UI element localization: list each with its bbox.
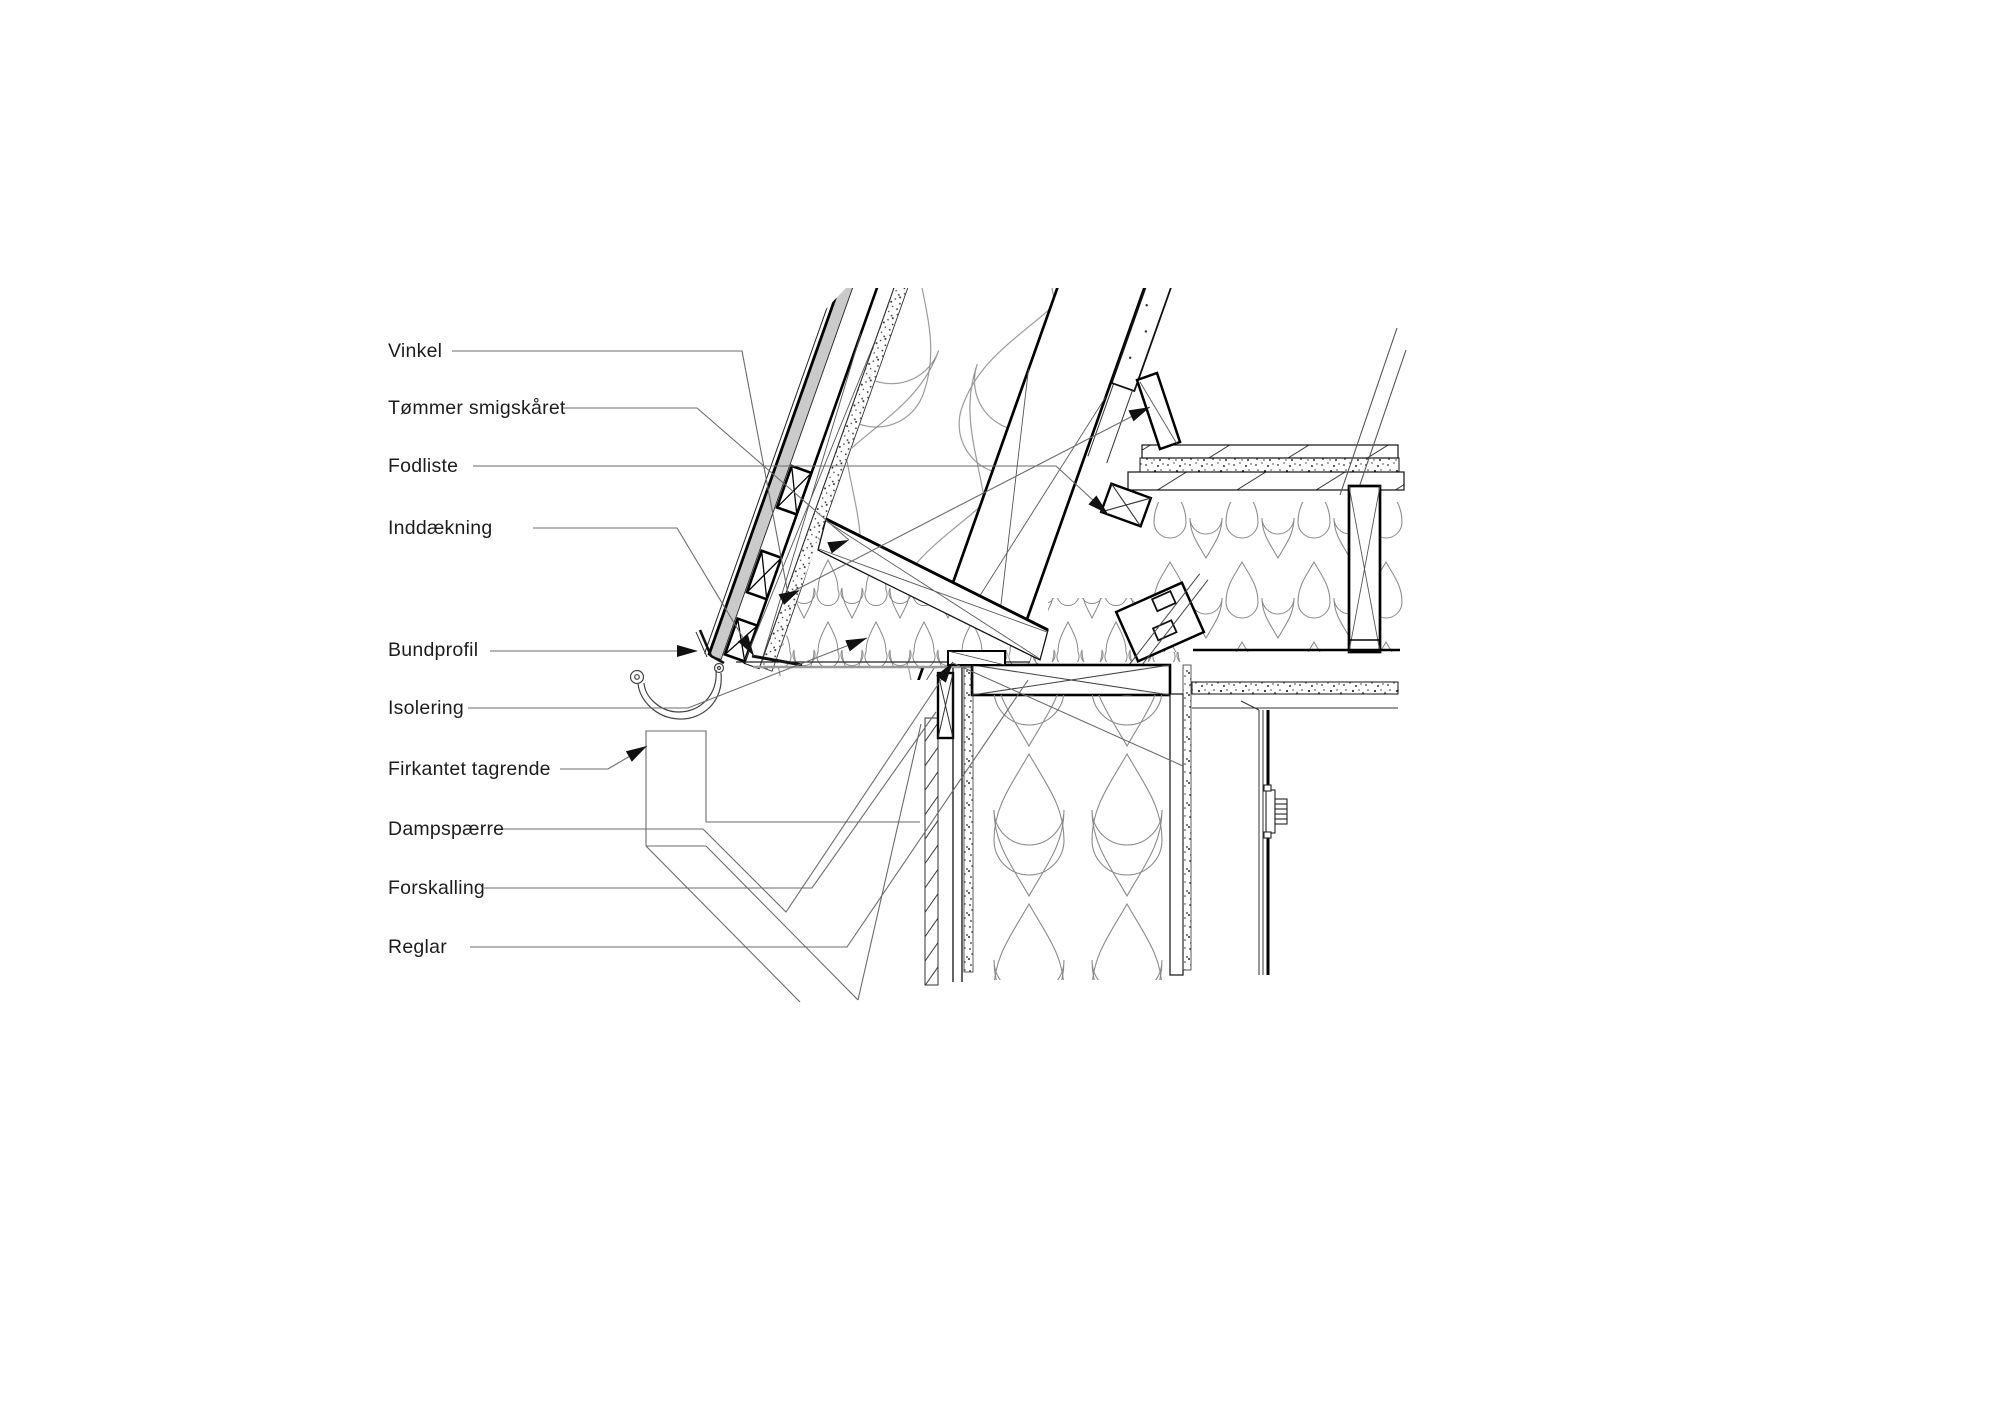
wall-inner-membrane <box>1182 664 1192 971</box>
roof-batten-block <box>1099 482 1153 528</box>
leader-inddaekning <box>533 527 755 657</box>
roof-assembly <box>704 288 1174 680</box>
square-gutter <box>645 723 922 1003</box>
label-inddaekning: Inddækning <box>388 517 493 539</box>
label-fodliste: Fodliste <box>388 455 459 477</box>
leader-toemmer <box>563 407 850 541</box>
roof-surface-line <box>704 288 874 654</box>
leader-arrow <box>936 662 953 683</box>
leader-fodliste <box>473 465 1109 515</box>
leader-arrow <box>1128 407 1150 422</box>
bolt <box>1263 784 1288 839</box>
bevel-timber <box>817 517 1049 661</box>
label-reglar: Reglar <box>388 936 447 958</box>
leader-isolering <box>468 637 868 709</box>
floor-board-bottom <box>1127 471 1405 491</box>
leader-dampspaerre <box>498 661 954 913</box>
window-panel <box>1258 710 1270 975</box>
leader-arrow <box>625 746 647 762</box>
inner-board-piece <box>1087 288 1174 464</box>
leader-arrow <box>1088 495 1108 514</box>
roof-brace <box>1339 327 1407 509</box>
floor-deck <box>1127 443 1405 491</box>
membrane-fold-line <box>952 662 1184 767</box>
leader-arrows <box>625 407 1150 762</box>
ceiling-screed <box>1191 681 1399 695</box>
bottom-profile <box>695 629 725 665</box>
label-vinkel: Vinkel <box>388 340 443 362</box>
label-bundprofil: Bundprofil <box>388 639 479 661</box>
leader-arrow <box>677 645 698 657</box>
leader-forskalling <box>484 711 937 889</box>
vinkel-bracket <box>1135 371 1182 451</box>
label-toemmer-smigskaaret: Tømmer smigskåret <box>388 397 566 419</box>
floor-screed <box>1139 457 1400 473</box>
label-dampspaerre: Dampspærre <box>388 818 505 840</box>
label-forskalling: Forskalling <box>388 877 486 899</box>
drip-edge-curl <box>629 662 725 720</box>
label-firkantet-tagrende: Firkantet tagrende <box>388 758 551 780</box>
eave-insulation <box>776 529 1193 668</box>
ceiling-and-panel <box>1191 648 1400 975</box>
leader-lines <box>452 350 1151 948</box>
floor-board-top <box>1141 444 1399 459</box>
leader-arrow <box>778 590 800 605</box>
furring-batten <box>936 671 955 740</box>
leader-arrow <box>845 638 867 652</box>
wall-assembly <box>924 650 1192 986</box>
leader-arrow <box>737 635 754 656</box>
wall-cladding <box>924 717 939 986</box>
label-isolering: Isolering <box>388 697 464 719</box>
leader-arrow <box>827 540 849 554</box>
wall-vapor-barrier <box>963 665 974 973</box>
bolted-bracket <box>1114 573 1209 678</box>
floor-stud <box>1347 484 1382 654</box>
wall-inner-board <box>1169 693 1184 976</box>
leader-vinkel <box>452 350 1151 595</box>
leader-reglar <box>470 679 1029 948</box>
wall-insulation <box>973 695 1170 980</box>
